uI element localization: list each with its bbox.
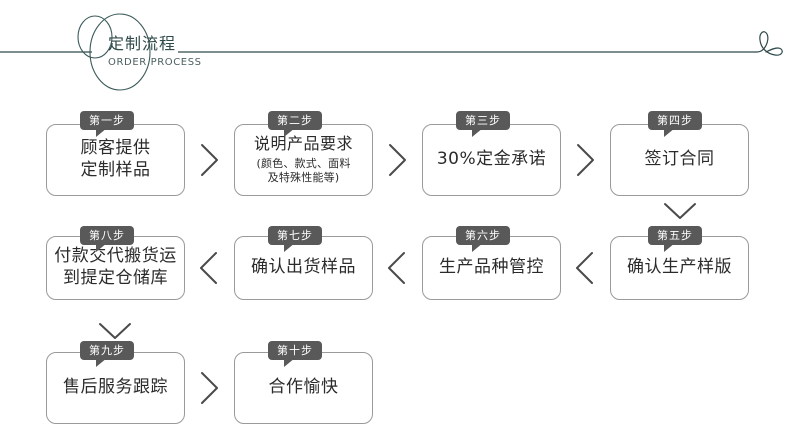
step-badge-3: 第三步 [456,111,510,137]
arrow-step1-to-step2-icon [196,141,222,179]
step-box-6[interactable]: 生产品种管控 [422,236,561,300]
arrow-step4-to-step5-icon [661,200,699,222]
step-title-10: 合作愉快 [268,377,339,398]
arrow-step3-to-step4-icon [572,141,598,179]
header-title-en: ORDER PROCESS [108,57,202,68]
step-title-2: 说明产品要求 [253,134,353,154]
ornament-circle-large [89,13,151,91]
header-ornament: 定制流程 ORDER PROCESS [0,0,790,100]
step-badge-9: 第九步 [80,341,134,367]
step-title-1: 顾客提供 定制样品 [80,138,151,180]
step-box-10[interactable]: 合作愉快 [234,352,373,424]
step-box-2[interactable]: 说明产品要求(颜色、款式、面料 及特殊性能等) [234,124,373,196]
step-title-3: 30%定金承诺 [436,149,547,170]
step-subtitle-2: (颜色、款式、面料 及特殊性能等) [256,156,351,185]
step-badge-6: 第六步 [456,226,510,252]
step-badge-5: 第五步 [648,226,702,252]
step-title-4: 签订合同 [644,149,715,170]
ornament-loop-right [756,31,783,56]
step-badge-8: 第八步 [80,226,134,252]
arrow-step6-to-step7-icon [384,249,410,287]
step-title-8: 付款交代搬货运 到提定仓储库 [54,246,177,288]
step-box-3[interactable]: 30%定金承诺 [422,124,561,196]
step-title-5: 确认生产样版 [627,257,732,278]
step-badge-2: 第二步 [268,111,322,137]
arrow-step5-to-step6-icon [572,249,598,287]
step-box-5[interactable]: 确认生产样版 [610,236,749,300]
step-badge-10: 第十步 [268,341,322,367]
step-title-6: 生产品种管控 [439,257,544,278]
arrow-step2-to-step3-icon [384,141,410,179]
ornament-circle-small [77,15,113,59]
header-title-cn: 定制流程 [108,34,177,53]
header-ornament-svg [0,13,783,91]
arrow-step9-to-step10-icon [196,369,222,407]
step-badge-4: 第四步 [648,111,702,137]
step-title-9: 售后服务跟踪 [63,377,168,398]
step-badge-1: 第一步 [80,111,134,137]
step-badge-7: 第七步 [268,226,322,252]
step-box-8[interactable]: 付款交代搬货运 到提定仓储库 [46,236,185,300]
step-box-4[interactable]: 签订合同 [610,124,749,196]
step-box-7[interactable]: 确认出货样品 [234,236,373,300]
step-title-7: 确认出货样品 [251,257,356,278]
step-box-1[interactable]: 顾客提供 定制样品 [46,124,185,196]
arrow-step7-to-step8-icon [196,249,222,287]
step-box-9[interactable]: 售后服务跟踪 [46,352,185,424]
arrow-step8-to-step9-icon [96,320,134,342]
